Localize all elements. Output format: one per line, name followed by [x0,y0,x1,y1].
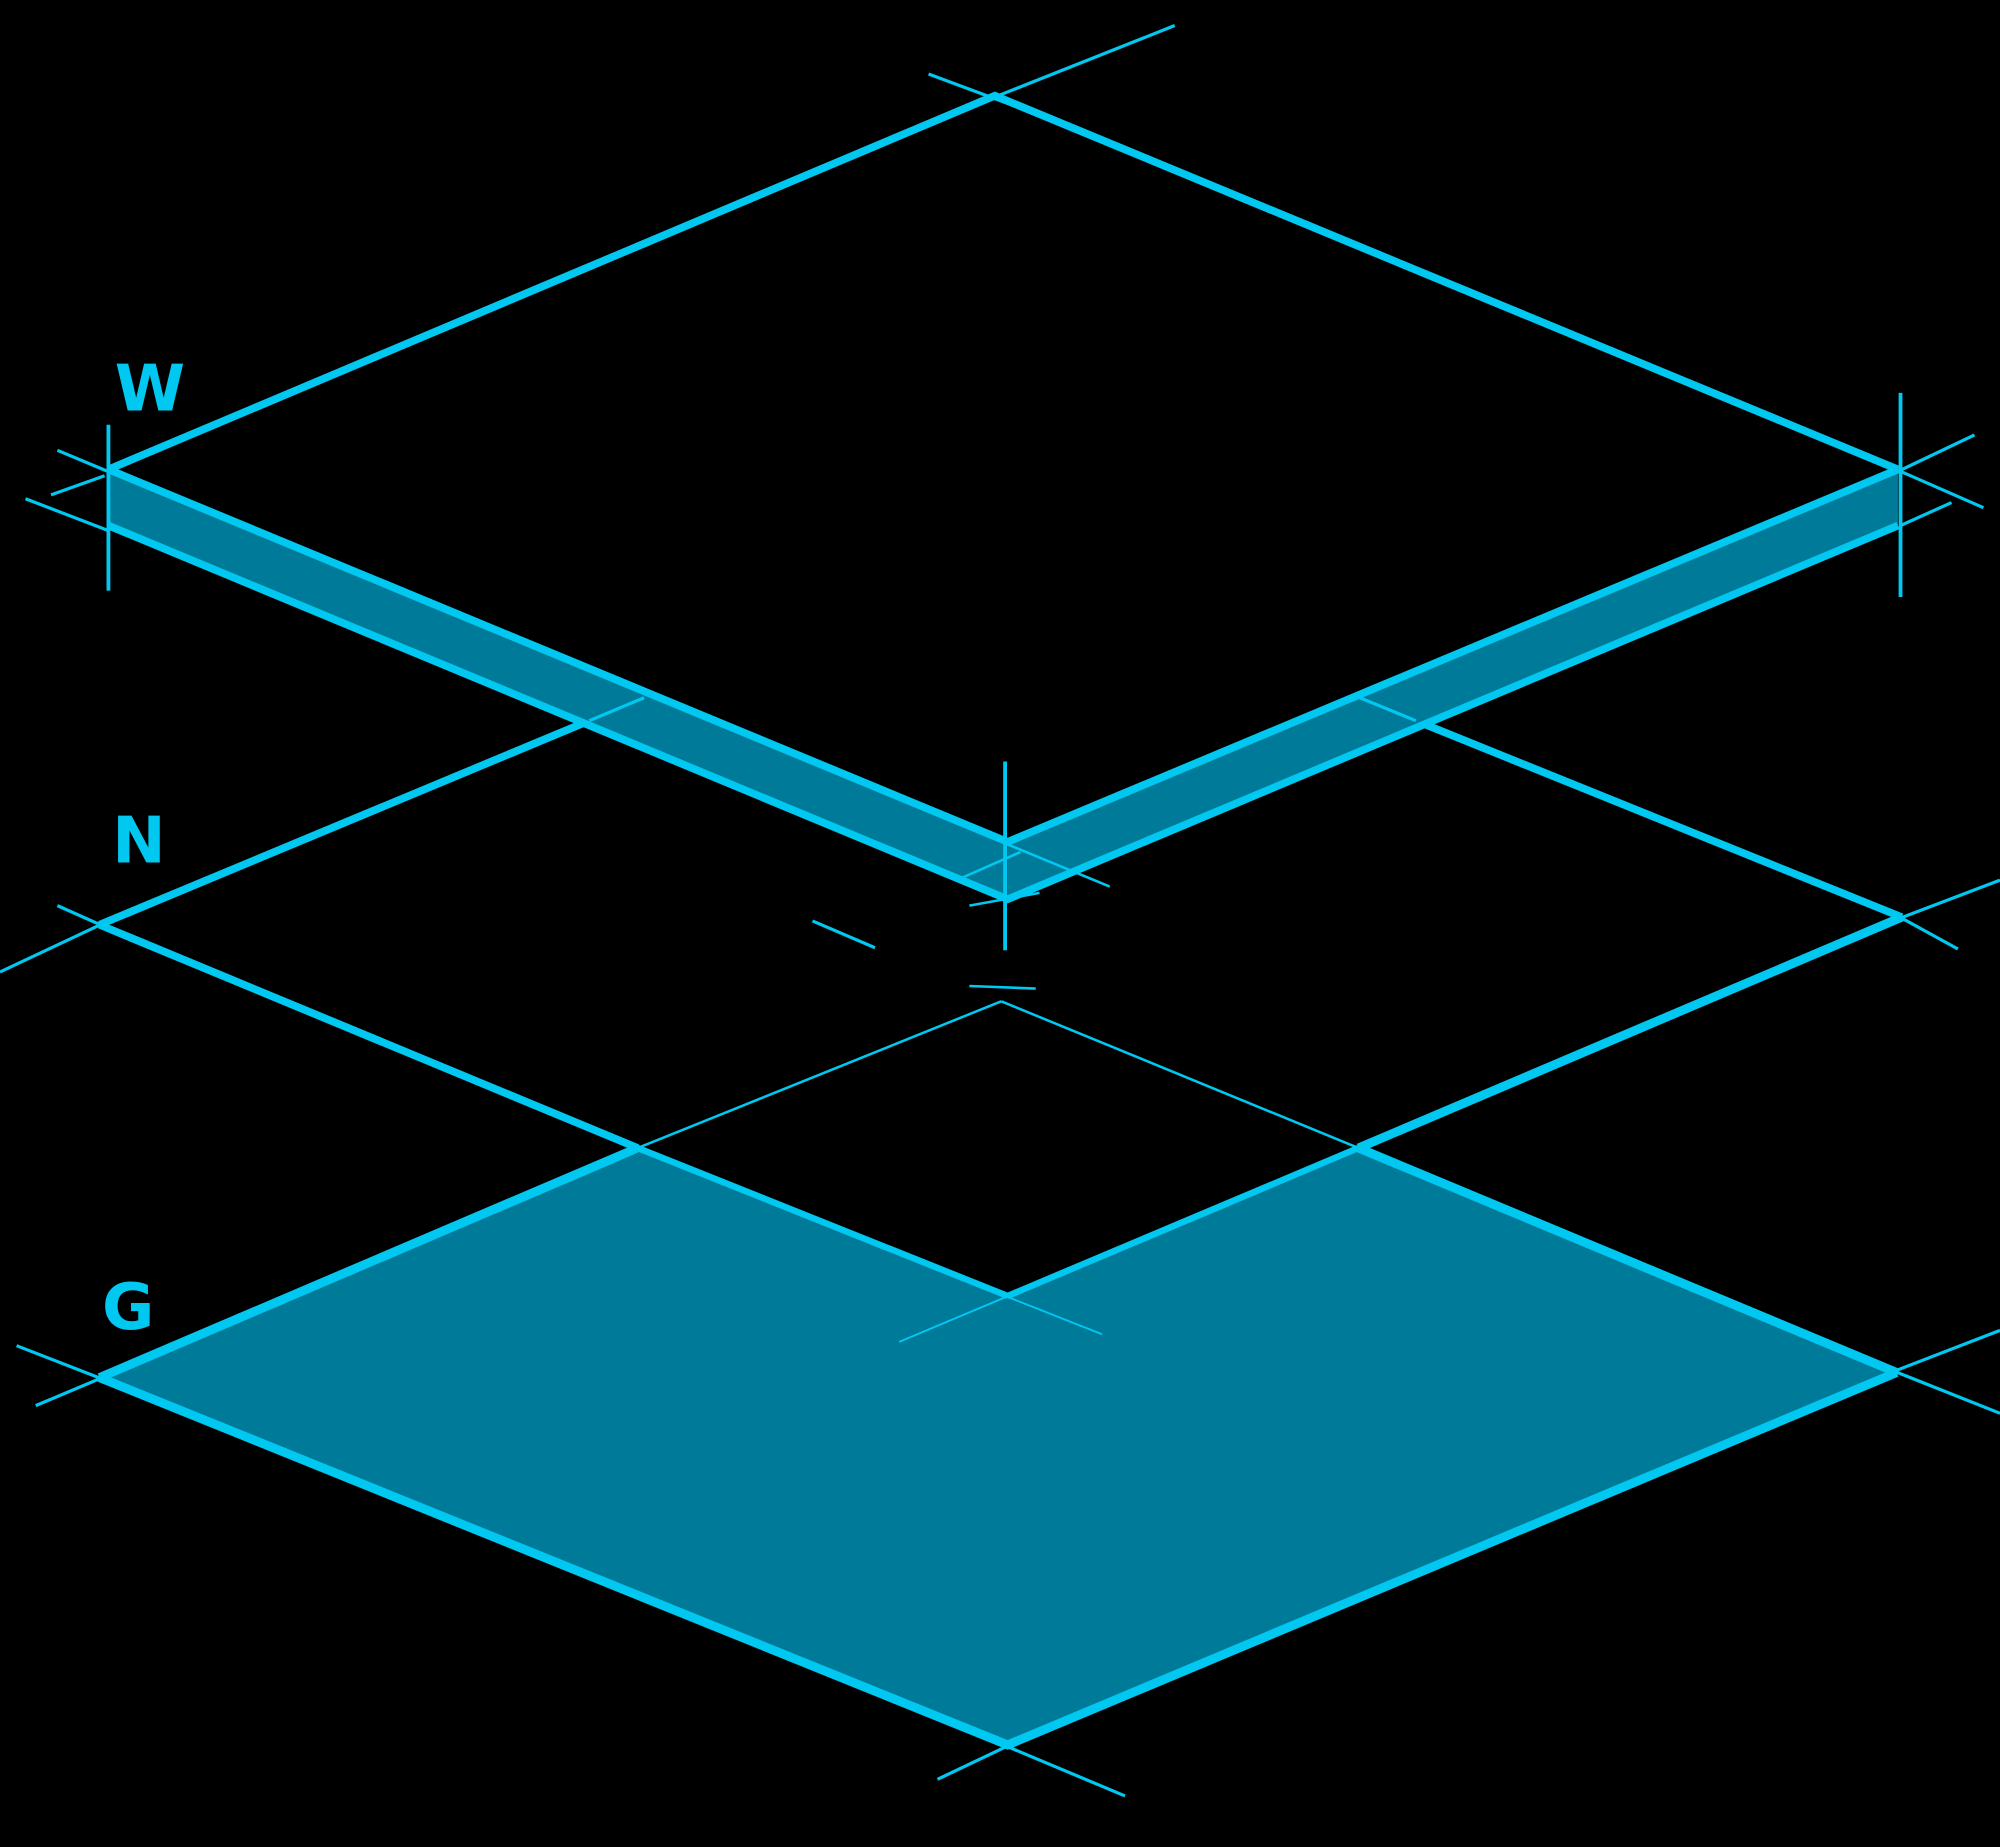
top-layer-left-side-face [108,469,1008,900]
top-layer [24,24,1985,951]
layer-label-n: N [112,804,165,878]
bottom-layer [16,1001,2000,1798]
layer-label-w: W [115,353,185,427]
bottom-layer-upper-left-edge [97,1143,640,1382]
top-layer-top-face [108,95,1898,842]
layer-label-g: G [102,1271,154,1345]
stray-dash-mark [811,919,876,950]
middle-layer-upper-left-edge [98,717,591,929]
top-layer-front-top-edges [106,465,1900,847]
layer-labels: W N G [102,353,185,1345]
bottom-layer-upper-right-edge [1356,1143,1899,1377]
middle-layer-lower-left-edge [98,921,640,1152]
middle-layer-upper-right-edge [1414,717,1904,921]
middle-layer-lower-right-edge [1356,913,1904,1153]
top-layer-right-side-face [1007,469,1898,900]
